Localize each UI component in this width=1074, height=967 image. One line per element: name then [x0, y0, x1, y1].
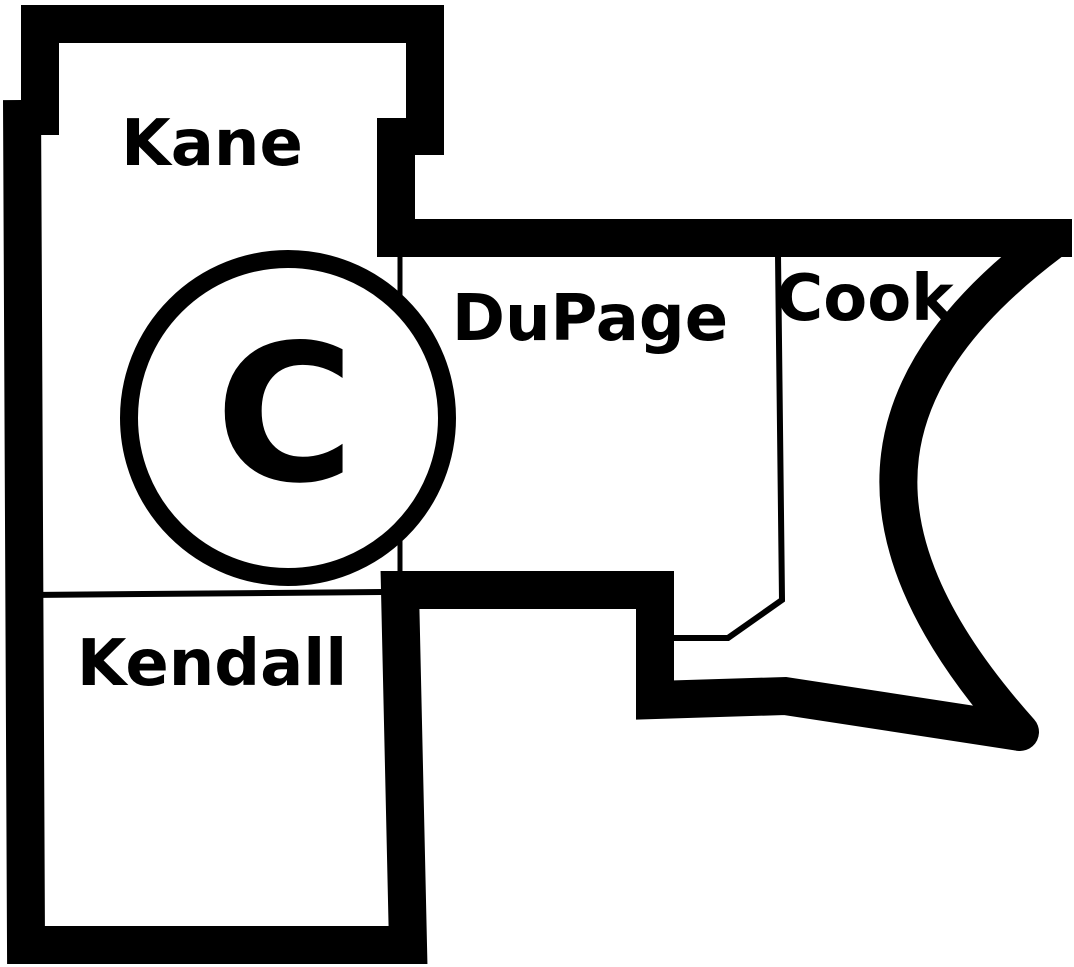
kane-kendall-border [29, 589, 386, 598]
outer-border-north [377, 118, 1072, 257]
dupage-cook-border [670, 254, 786, 641]
county-label-dupage: DuPage [452, 282, 728, 356]
county-label-kane: Kane [121, 107, 303, 181]
marker-circle-icon [120, 250, 456, 586]
marker-label: C [215, 304, 354, 525]
county-label-kendall: Kendall [77, 627, 347, 701]
outer-border-lakeshore [879, 223, 1069, 751]
outer-border-kane-top [21, 5, 444, 155]
county-label-cook: Cook [776, 262, 955, 336]
outer-border-south-west [3, 99, 1023, 964]
location-marker: C [120, 250, 456, 586]
